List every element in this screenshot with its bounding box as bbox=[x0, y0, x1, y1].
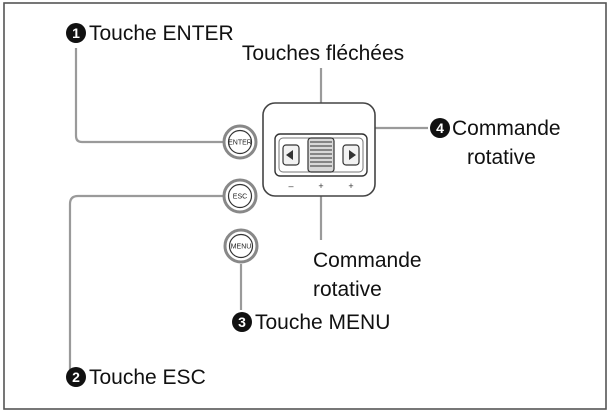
dial-mark-center: + bbox=[318, 181, 323, 191]
esc-leader-line bbox=[68, 194, 226, 374]
callout-number-badge bbox=[232, 312, 252, 332]
menu-button-label: MENU bbox=[231, 244, 252, 251]
callout-esc: 2 Touche ESC bbox=[66, 366, 206, 389]
left-arrow-icon bbox=[286, 150, 293, 160]
esc-button-label: ESC bbox=[233, 194, 247, 201]
callout-dial-label-line1: Commande bbox=[452, 117, 561, 140]
center-dial-label-line1: Commande bbox=[313, 249, 422, 272]
menu-button[interactable]: MENU bbox=[223, 228, 259, 264]
callout-menu: 3 Touche MENU bbox=[232, 311, 390, 334]
right-arrow-icon bbox=[349, 150, 356, 160]
callout-enter: 1 Touche ENTER bbox=[66, 22, 234, 45]
callout-dial-label-line2: rotative bbox=[467, 146, 536, 169]
dial-mark-left: – bbox=[288, 181, 293, 191]
rotary-knob[interactable] bbox=[307, 137, 335, 173]
enter-button-label: ENTER bbox=[228, 140, 252, 147]
arrow-keys-label: Touches fléchées bbox=[242, 42, 404, 65]
right-arrow-key[interactable] bbox=[342, 144, 360, 166]
enter-button[interactable]: ENTER bbox=[222, 124, 258, 160]
callout-dial-number: 4 bbox=[436, 120, 444, 136]
diagram-frame bbox=[3, 2, 607, 410]
callout-menu-number: 3 bbox=[238, 314, 246, 330]
callout-esc-label: Touche ESC bbox=[89, 366, 206, 389]
center-dial-label-line2: rotative bbox=[313, 278, 382, 301]
callout-dial: 4 Commande rotative bbox=[430, 117, 561, 169]
callout-number-badge bbox=[66, 23, 86, 43]
callout-number-badge bbox=[430, 118, 450, 138]
callout-number-badge bbox=[66, 367, 86, 387]
callout-enter-label: Touche ENTER bbox=[89, 22, 234, 45]
esc-button[interactable]: ESC bbox=[222, 178, 258, 214]
callout-enter-number: 1 bbox=[72, 25, 80, 41]
dial-mark-right: + bbox=[348, 181, 353, 191]
enter-leader-line bbox=[74, 48, 226, 144]
left-arrow-key[interactable] bbox=[282, 144, 300, 166]
callout-menu-label: Touche MENU bbox=[255, 311, 390, 334]
rotary-dial-panel: – + + bbox=[262, 102, 376, 197]
callout-esc-number: 2 bbox=[72, 369, 80, 385]
